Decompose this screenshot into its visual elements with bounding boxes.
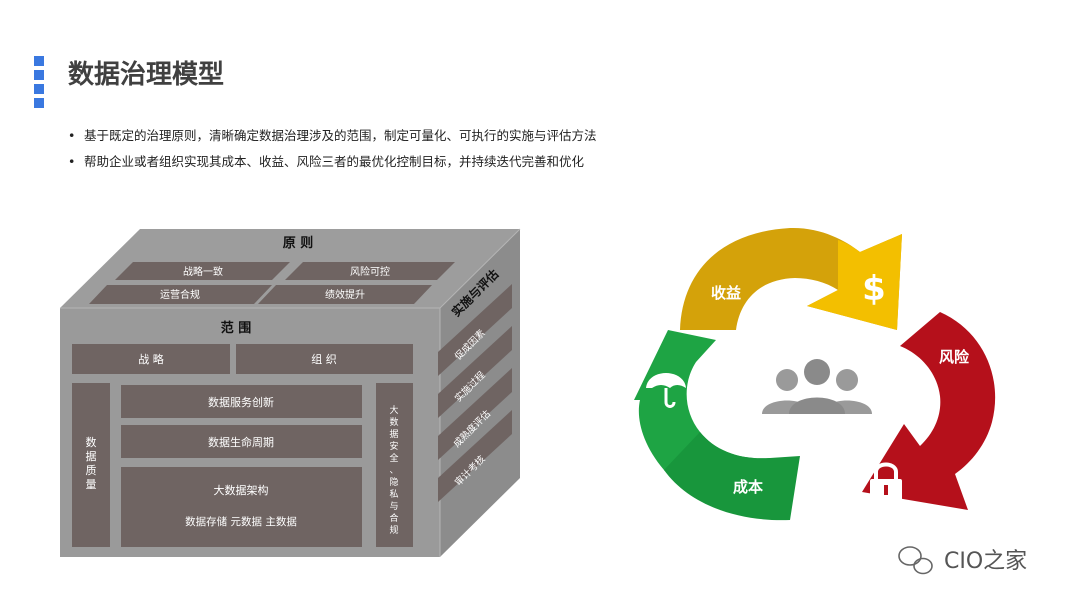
- principle-item-box: [89, 285, 272, 304]
- scope-strategy-box: [72, 344, 230, 374]
- side-item-box: [438, 368, 512, 460]
- scope-organization-box: [236, 344, 413, 374]
- scope-strategy-text: 战 略: [138, 352, 164, 366]
- risk-arrow: [862, 312, 996, 510]
- scope-title: 范 围: [221, 320, 252, 336]
- principle-item-box: [258, 285, 432, 304]
- principle-item-text: 战略一致: [183, 265, 223, 278]
- deco-square: [34, 98, 44, 108]
- governance-cube: 原 则 战略一致 风险可控 运营合规 绩效提升 范 围 战 略 组 织 数据质量…: [60, 228, 521, 557]
- lifecycle-box: [121, 425, 362, 458]
- data-quality-box: [72, 383, 110, 547]
- bullet-item: 基于既定的治理原则，清晰确定数据治理涉及的范围，制定可量化、可执行的实施与评估方…: [68, 127, 597, 153]
- architecture-title: 大数据架构: [214, 483, 269, 497]
- principle-item-text: 运营合规: [160, 288, 200, 301]
- umbrella-icon: [646, 373, 686, 408]
- deco-square: [34, 84, 44, 94]
- watermark-text: CIO之家: [944, 543, 1027, 575]
- lock-icon: [870, 462, 902, 501]
- service-innovation-box: [121, 385, 362, 418]
- benefit-arrow-head: [807, 234, 902, 330]
- dollar-icon: $: [862, 269, 886, 309]
- side-item-box: [438, 410, 512, 502]
- page-title: 数据治理模型: [68, 60, 225, 90]
- service-innovation-text: 数据服务创新: [208, 395, 274, 409]
- people-icon: [762, 359, 872, 414]
- deco-square: [34, 70, 44, 80]
- watermark-label: CIO之家: [944, 549, 1028, 574]
- principle-item-text: 绩效提升: [325, 288, 365, 301]
- architecture-subtext: 数据存储 元数据 主数据: [185, 515, 297, 528]
- benefit-label: 收益: [711, 284, 741, 302]
- principle-item-box: [115, 262, 290, 280]
- cost-label: 成本: [733, 478, 763, 496]
- principle-item-box: [285, 262, 455, 280]
- title-decoration: [34, 56, 44, 112]
- cost-arrow-body: [664, 432, 800, 521]
- architecture-box: [121, 467, 362, 547]
- bullet-list: 基于既定的治理原则，清晰确定数据治理涉及的范围，制定可量化、可执行的实施与评估方…: [68, 127, 597, 179]
- wechat-icon: [898, 546, 933, 575]
- security-privacy-text: 大数据安全、隐私与合规: [389, 404, 398, 536]
- deco-square: [34, 56, 44, 66]
- bullet-item: 帮助企业或者组织实现其成本、收益、风险三者的最优化控制目标，并持续迭代完善和优化: [68, 153, 597, 179]
- cost-benefit-risk-cycle: 收益 风险 成本 $: [634, 227, 996, 521]
- data-quality-text: 数据质量: [86, 436, 97, 491]
- security-privacy-box: [376, 383, 413, 547]
- principle-title: 原 则: [283, 235, 314, 251]
- side-item-box: [438, 326, 512, 418]
- risk-label: 风险: [939, 348, 970, 366]
- lifecycle-text: 数据生命周期: [208, 435, 274, 449]
- side-item-box: [438, 284, 512, 376]
- scope-organization-text: 组 织: [311, 352, 337, 366]
- principle-item-text: 风险可控: [350, 265, 390, 278]
